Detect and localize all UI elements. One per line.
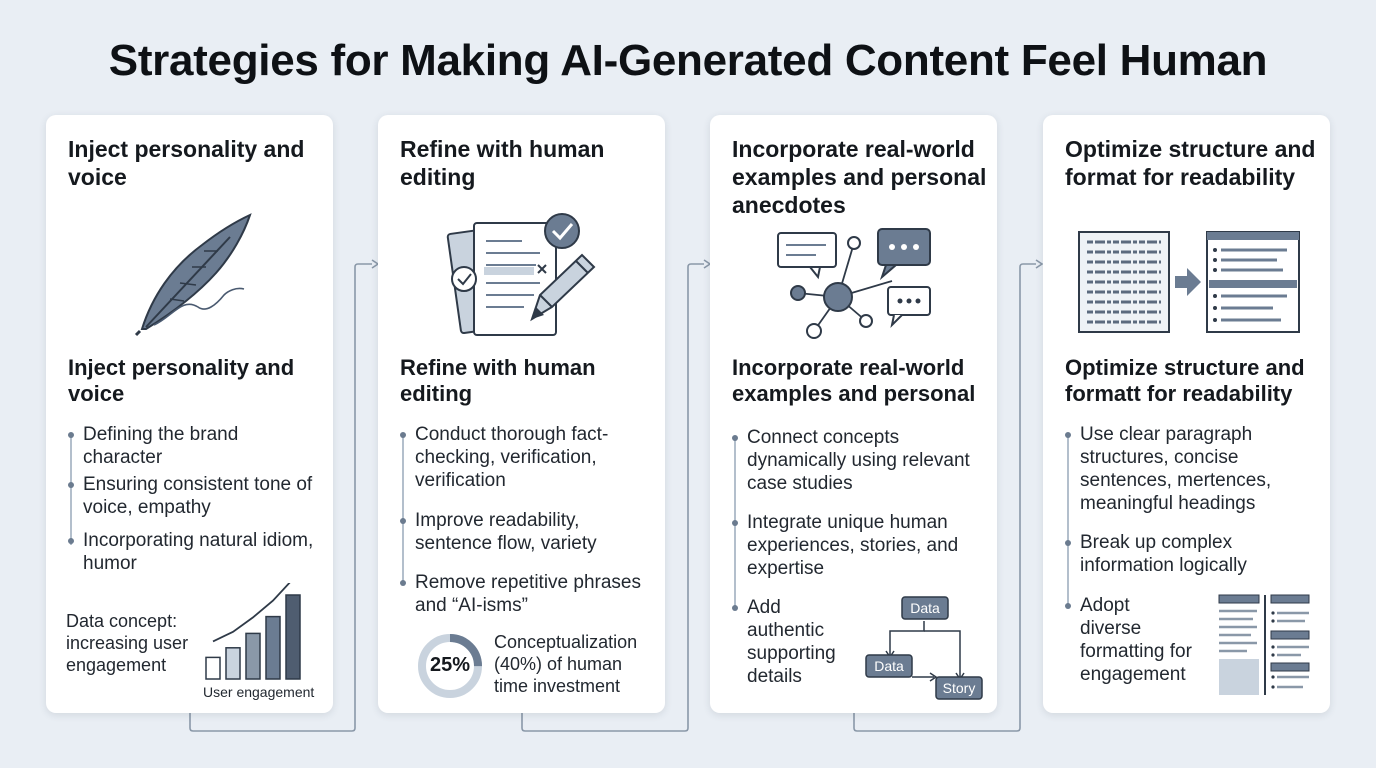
strategy-card-structure: Optimize structure and format for readab… bbox=[1043, 115, 1330, 713]
chart-bar-3 bbox=[245, 632, 261, 680]
strategy-card-examples: Incorporate real-world examples and pers… bbox=[710, 115, 997, 713]
engagement-bar-chart bbox=[205, 583, 301, 680]
connector-3-4 bbox=[853, 263, 1036, 732]
engagement-trend-line bbox=[212, 583, 291, 643]
data-concept-note: Data concept: increasing user engagement bbox=[66, 611, 189, 675]
chart-bar-2 bbox=[225, 647, 241, 680]
list-item: Break up complex information logically bbox=[1065, 531, 1315, 594]
data-story-flow: Data Data Story bbox=[865, 596, 983, 700]
connector-1-2 bbox=[189, 263, 372, 732]
section-heading: Refine with human editing bbox=[400, 355, 596, 406]
list-item: Adopt diverse formatting for engagement bbox=[1065, 594, 1195, 686]
flow-node-top: Data bbox=[910, 600, 940, 616]
time-investment-donut bbox=[418, 634, 482, 698]
bullet-list: Use clear paragraph structures, concise … bbox=[1065, 423, 1315, 686]
section-heading: Incorporate real-world examples and pers… bbox=[732, 355, 976, 406]
network-chat-icon bbox=[777, 228, 931, 339]
list-item: Incorporating natural idiom, humor bbox=[68, 529, 318, 575]
strategy-card-editing: Refine with human editing Refine with hu… bbox=[378, 115, 665, 713]
flow-node-right: Story bbox=[943, 680, 976, 696]
chart-x-label: User engagement bbox=[203, 684, 315, 700]
bullet-list: Defining the brand character Ensuring co… bbox=[68, 423, 318, 575]
section-heading: Optimize structure and formatt for reada… bbox=[1065, 355, 1305, 406]
card-heading: Optimize structure and format for readab… bbox=[1065, 136, 1316, 190]
donut-value: 25% bbox=[429, 654, 471, 676]
flow-node-left: Data bbox=[874, 658, 904, 674]
card-heading: Incorporate real-world examples and pers… bbox=[732, 136, 987, 218]
list-item: Improve readability, sentence flow, vari… bbox=[400, 509, 650, 571]
card-heading: Refine with human editing bbox=[400, 136, 605, 190]
page-title: Strategies for Making AI-Generated Conte… bbox=[108, 36, 1268, 85]
section-heading: Inject personality and voice bbox=[68, 355, 295, 406]
list-item: Ensuring consistent tone of voice, empat… bbox=[68, 473, 318, 529]
feather-pen-icon bbox=[134, 213, 252, 337]
bullet-list: Connect concepts dynamically using relev… bbox=[732, 426, 987, 688]
list-item: Conduct thorough fact-checking, verifica… bbox=[400, 423, 650, 509]
list-item: Remove repetitive phrases and “AI-isms” bbox=[400, 571, 650, 617]
list-item: Integrate unique human experiences, stor… bbox=[732, 511, 987, 596]
layout-transform-icon bbox=[1078, 231, 1300, 333]
chart-bar-5 bbox=[285, 594, 301, 680]
document-edit-icon bbox=[446, 213, 596, 336]
list-item: Defining the brand character bbox=[68, 423, 318, 473]
card-heading: Inject personality and voice bbox=[68, 136, 305, 190]
list-item: Use clear paragraph structures, concise … bbox=[1065, 423, 1315, 531]
chart-bar-4 bbox=[265, 615, 281, 680]
connector-2-3 bbox=[521, 263, 704, 732]
strategy-card-personality: Inject personality and voice Inject pers… bbox=[46, 115, 333, 713]
list-item: Add authentic supporting details bbox=[732, 596, 850, 688]
chart-bar-1 bbox=[205, 656, 221, 680]
time-investment-note: Conceptualization (40%) of human time in… bbox=[494, 632, 638, 696]
list-item: Connect concepts dynamically using relev… bbox=[732, 426, 987, 511]
bullet-list: Conduct thorough fact-checking, verifica… bbox=[400, 423, 650, 617]
formatting-layout-icon bbox=[1218, 594, 1310, 695]
